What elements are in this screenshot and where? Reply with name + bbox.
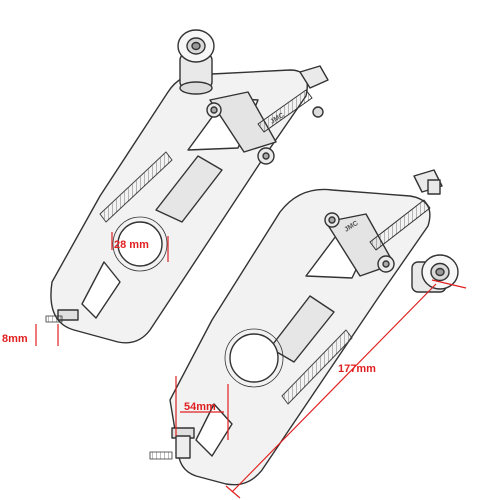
dim-bore-label: 28 mm — [114, 239, 149, 251]
dim-bolt — [35, 324, 59, 346]
left-plate-slot-lower — [81, 261, 121, 319]
left-threaded-rod — [257, 89, 313, 133]
right-threaded-rod — [369, 199, 431, 251]
dim-width — [175, 376, 229, 440]
right-stud-bolt — [149, 427, 195, 460]
right-adjuster-nut — [413, 169, 443, 195]
left-scale-strip — [99, 151, 173, 223]
left-chain-adjuster — [45, 29, 329, 344]
right-plate-channel — [269, 295, 335, 363]
left-stud-bolt — [45, 309, 79, 323]
left-bore-hole — [117, 221, 163, 267]
dim-bore — [111, 232, 169, 262]
dimension-lines — [35, 232, 467, 499]
dim-bolt-label: 8mm — [2, 333, 28, 345]
dim-length-label: 177mm — [338, 363, 376, 375]
dim-length — [225, 279, 467, 499]
right-spool — [411, 254, 459, 293]
left-plate-channel — [155, 155, 223, 223]
left-adjuster-nut — [299, 65, 329, 118]
right-chain-adjuster — [149, 169, 459, 486]
right-bore-hole — [229, 333, 279, 383]
dim-width-label: 54mm — [184, 401, 216, 413]
left-spool — [177, 29, 215, 95]
right-scale-strip — [281, 329, 353, 405]
left-tension-block — [209, 91, 277, 153]
right-plate-slot-lower — [195, 403, 233, 457]
